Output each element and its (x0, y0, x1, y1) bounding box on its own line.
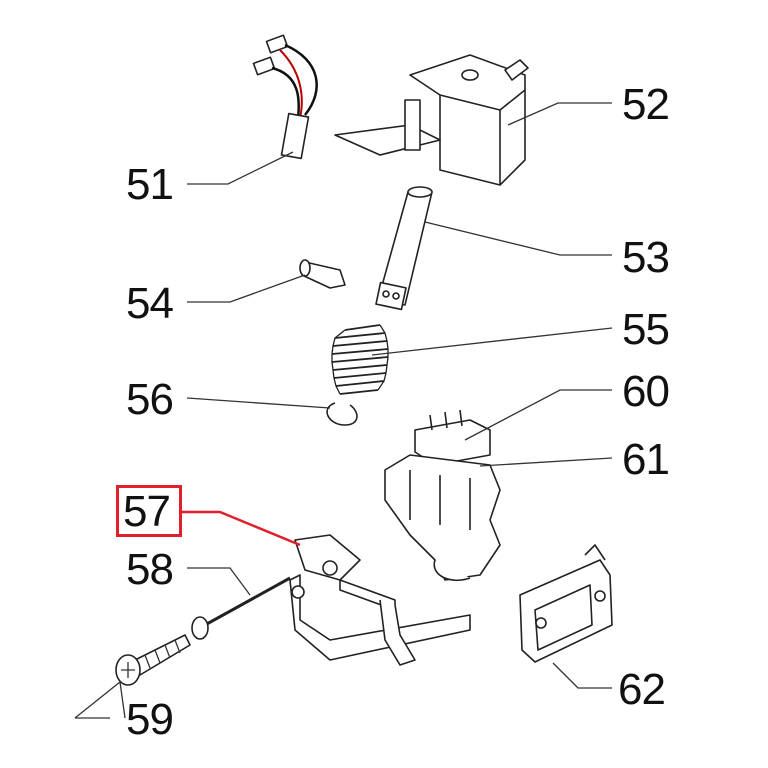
part-54-pin (299, 259, 346, 289)
part-51-wire-harness (252, 34, 318, 160)
leader-lines (74, 102, 613, 719)
label-55: 55 (622, 305, 670, 354)
part-61-bracket (384, 454, 501, 582)
label-59: 59 (126, 695, 174, 744)
label-51: 51 (126, 160, 174, 209)
label-60: 60 (622, 367, 670, 416)
label-62: 62 (618, 665, 666, 714)
label-57: 57 (123, 487, 171, 536)
part-55-spring (331, 324, 389, 395)
highlight-box-57 (116, 485, 182, 537)
part-57-lever (289, 534, 471, 666)
part-60-microswitch (414, 409, 491, 466)
label-53: 53 (622, 233, 670, 282)
part-52-solenoid (334, 54, 529, 186)
label-58: 58 (126, 545, 174, 594)
part-56-clip (326, 402, 358, 426)
part-53-plunger (375, 186, 433, 311)
part-58-rod (191, 576, 291, 640)
label-54: 54 (126, 279, 174, 328)
part-59-screw (115, 634, 191, 686)
label-56: 56 (126, 375, 174, 424)
part-62-plate (519, 544, 613, 663)
label-52: 52 (622, 80, 670, 129)
label-61: 61 (622, 435, 670, 484)
